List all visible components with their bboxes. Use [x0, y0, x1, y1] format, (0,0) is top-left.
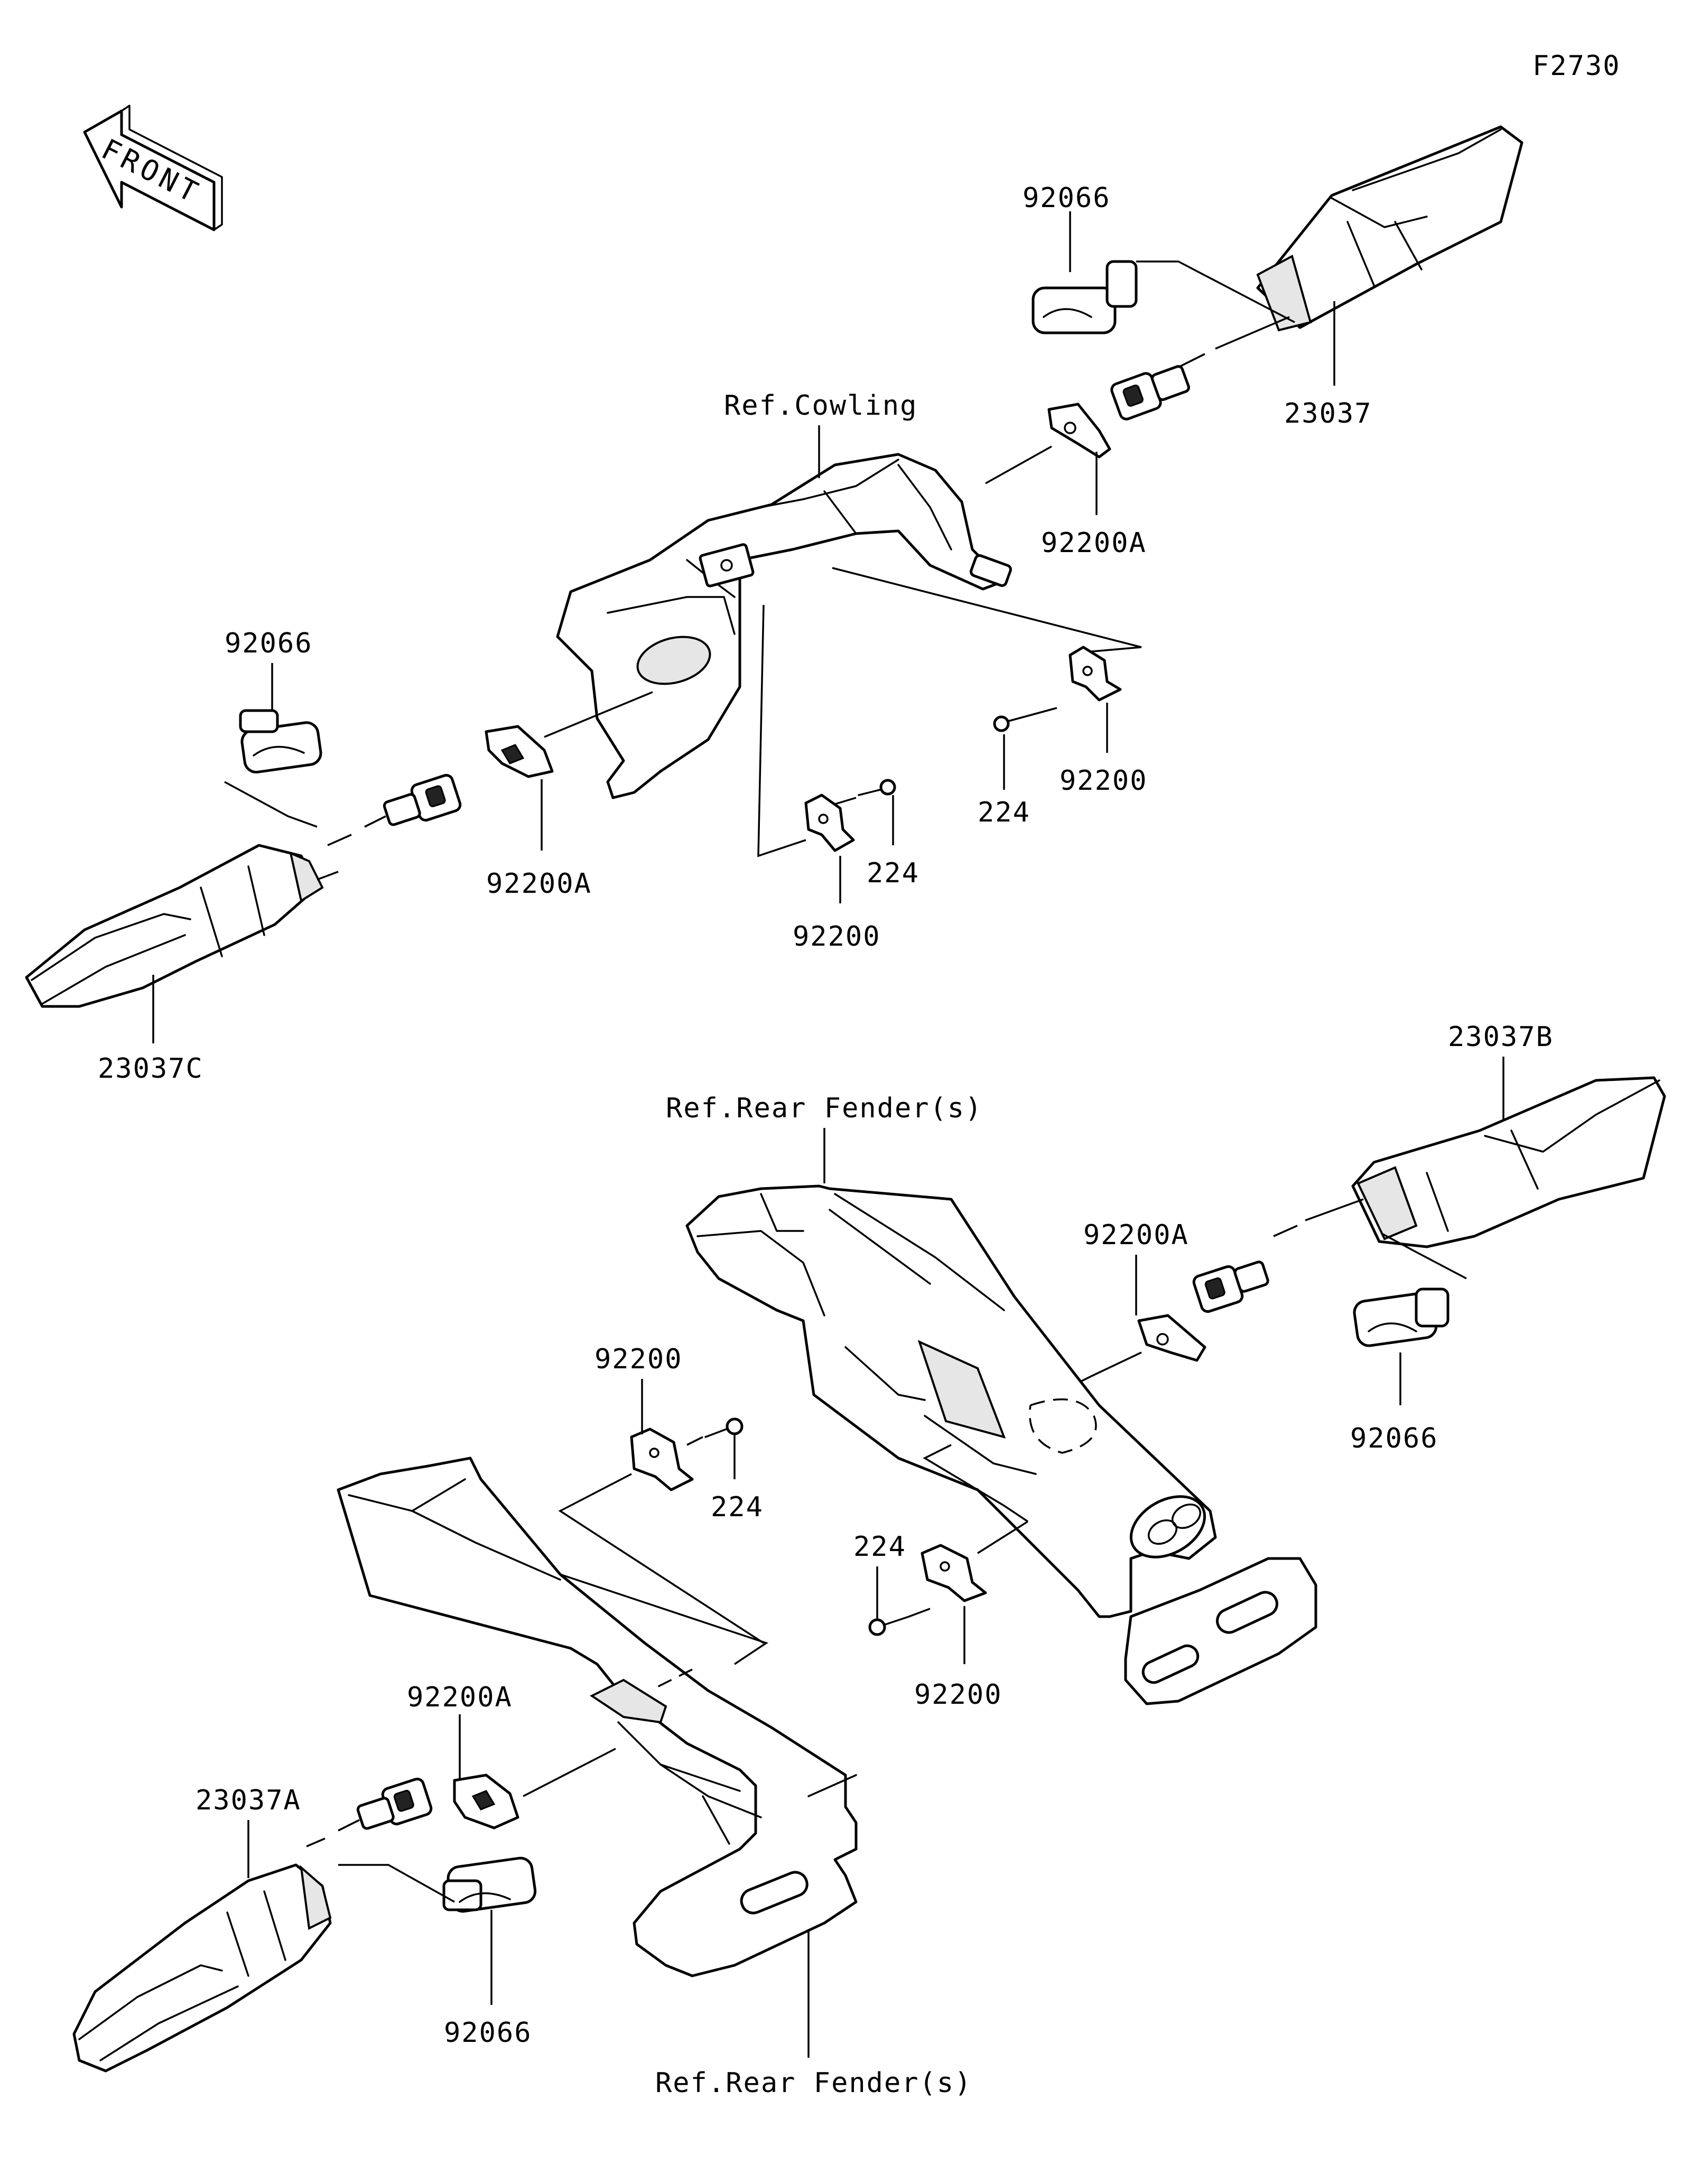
label-upper-left-screw: 224: [867, 857, 919, 889]
screw-upper-left: [858, 779, 896, 796]
plate-rear-right: [1137, 1314, 1206, 1362]
bracket-rear-mid: [630, 1427, 694, 1491]
label-rear-fender-ref-top: Ref.Rear Fender(s): [666, 1093, 983, 1124]
screw-rear-mid: [704, 1417, 744, 1438]
label-rear-right-lamp: 23037B: [1448, 1021, 1554, 1053]
connector-rear-left: [356, 1777, 433, 1830]
label-upper-left-bracket: 92200: [793, 921, 881, 953]
label-rear-mid-bracket: 92200: [594, 1343, 683, 1375]
turn-signal-rear-left: [72, 1863, 332, 2073]
clip-rear-right: [1353, 1287, 1450, 1347]
rear-fender-left: [337, 1457, 858, 1977]
connector-upper-left: [383, 773, 462, 826]
label-rear-mid-screw: 224: [711, 1491, 764, 1523]
label-cowling-ref: Ref.Cowling: [724, 390, 917, 422]
screw-upper-right: [993, 715, 1029, 732]
label-upper-right-lamp: 23037: [1284, 398, 1372, 430]
label-rear-left-clip: 92066: [444, 2017, 532, 2049]
label-rear-fender-ref-bottom: Ref.Rear Fender(s): [655, 2067, 972, 2099]
turn-signal-upper-left: [25, 844, 339, 1008]
plate-upper-left: [485, 725, 554, 778]
label-rear-right-clip: 92066: [1350, 1423, 1438, 1454]
label-rear-left-lamp: 23037A: [196, 1785, 301, 1816]
turn-signal-rear-right: [1273, 1076, 1666, 1248]
bracket-rear-right: [921, 1544, 987, 1602]
label-rear-right-plate: 92200A: [1083, 1219, 1189, 1251]
label-upper-left-plate: 92200A: [486, 868, 592, 900]
label-upper-right-plate: 92200A: [1041, 527, 1147, 559]
connector-rear-right: [1192, 1261, 1269, 1313]
connector-upper-right: [1110, 365, 1190, 421]
plate-upper-right: [1047, 403, 1111, 459]
clip-upper-left: [239, 709, 322, 774]
screw-rear-right: [868, 1616, 910, 1636]
turn-signal-upper-right: [1173, 125, 1523, 371]
label-rear-right-bracket: 92200: [914, 1679, 1002, 1711]
label-rear-left-plate: 92200A: [407, 1682, 513, 1713]
clip-rear-left: [442, 1856, 537, 1913]
label-upper-right-clip: 92066: [1023, 182, 1111, 214]
figure-code: F2730: [1532, 50, 1621, 82]
front-arrow-icon: FRONT: [83, 105, 223, 231]
label-upper-right-screw: 224: [978, 797, 1030, 828]
cowling: [556, 453, 1012, 799]
bracket-upper-left: [804, 794, 855, 852]
clip-upper-right: [1032, 260, 1138, 334]
label-upper-right-bracket: 92200: [1060, 765, 1148, 797]
label-upper-left-lamp: 23037C: [98, 1053, 203, 1085]
label-rear-right-screw: 224: [853, 1531, 906, 1563]
label-upper-left-clip: 92066: [225, 628, 313, 659]
rear-fender-right: [685, 1184, 1317, 1705]
bracket-upper-right: [1069, 646, 1122, 702]
plate-rear-left: [453, 1774, 519, 1830]
